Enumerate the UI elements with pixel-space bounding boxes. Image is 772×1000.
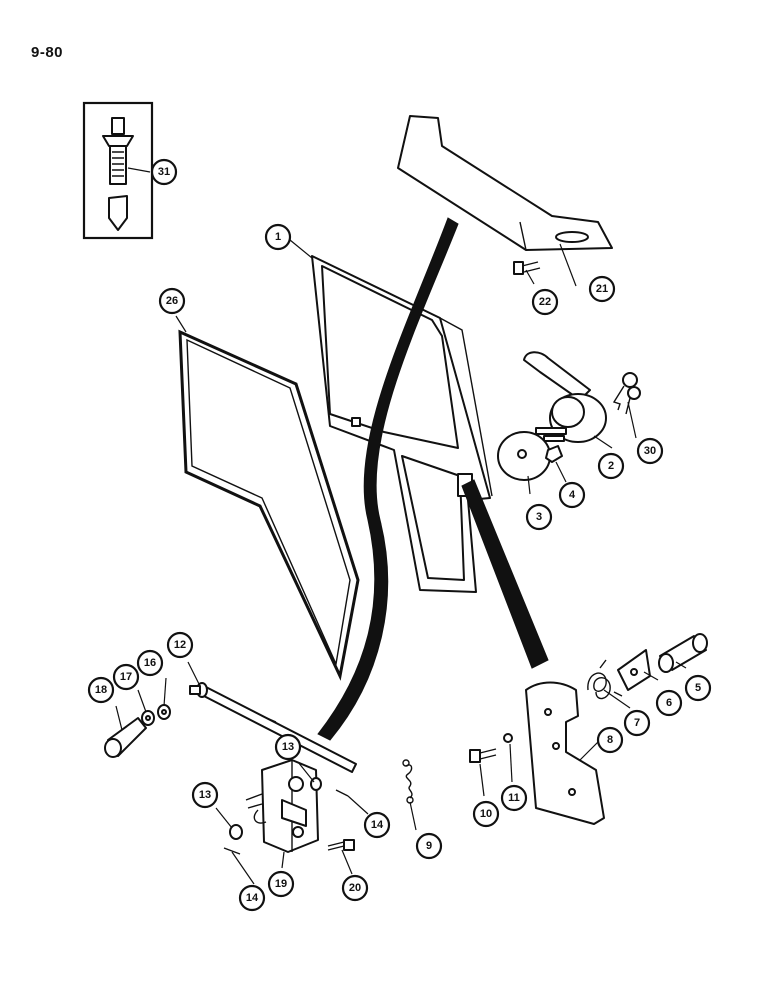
callout-4: 4 [558, 481, 586, 509]
callout-30: 30 [636, 437, 664, 465]
svg-text:30: 30 [644, 445, 656, 457]
svg-text:22: 22 [539, 296, 551, 308]
callout-8: 8 [596, 726, 624, 754]
svg-text:2: 2 [608, 460, 614, 472]
callout-7: 7 [623, 709, 651, 737]
callout-26: 26 [158, 287, 186, 315]
bracket-washer [503, 733, 513, 743]
bracket-bolt [469, 748, 497, 763]
door-latch [245, 759, 319, 853]
diamond-plate [617, 649, 651, 691]
door-frame [311, 255, 493, 593]
callout-31: 31 [150, 158, 178, 186]
assembly-bands [317, 217, 549, 741]
svg-text:20: 20 [349, 882, 361, 894]
svg-text:3: 3 [536, 511, 542, 523]
bushing [658, 633, 708, 673]
svg-text:4: 4 [569, 489, 576, 501]
svg-text:11: 11 [508, 792, 520, 804]
callout-18: 18 [87, 676, 115, 704]
keys [612, 372, 641, 415]
callout-3: 3 [525, 503, 553, 531]
torsion-spring [587, 659, 623, 700]
svg-text:14: 14 [246, 892, 259, 904]
callout-22: 22 [531, 288, 559, 316]
svg-text:16: 16 [144, 657, 156, 669]
callout-1: 1 [264, 223, 292, 251]
svg-text:19: 19 [275, 878, 287, 890]
callout-16: 16 [136, 649, 164, 677]
callout-2: 2 [597, 452, 625, 480]
svg-text:13: 13 [199, 789, 211, 801]
svg-text:14: 14 [371, 819, 384, 831]
svg-text:18: 18 [95, 684, 107, 696]
grab-handle [397, 115, 613, 251]
callout-10: 10 [472, 800, 500, 828]
svg-text:21: 21 [596, 283, 608, 295]
latch-screw [327, 839, 355, 851]
callout-9: 9 [415, 832, 443, 860]
mounting-bracket [525, 681, 605, 825]
svg-text:31: 31 [158, 166, 170, 178]
page-number: 9-80 [31, 44, 64, 61]
callout-20: 20 [341, 874, 369, 902]
callout-21: 21 [588, 275, 616, 303]
svg-text:13: 13 [282, 741, 294, 753]
svg-text:17: 17 [120, 671, 132, 683]
tension-spring [402, 759, 414, 804]
callout-11: 11 [500, 784, 528, 812]
callout-13-upper: 13 [274, 733, 302, 761]
svg-text:6: 6 [666, 697, 672, 709]
callout-12: 12 [166, 631, 194, 659]
callout-6: 6 [655, 689, 683, 717]
svg-text:9: 9 [426, 840, 432, 852]
svg-text:12: 12 [174, 639, 186, 651]
door-seal [178, 329, 360, 681]
callout-17: 17 [112, 663, 140, 691]
svg-text:26: 26 [166, 295, 178, 307]
svg-text:7: 7 [634, 717, 640, 729]
leader-lines [115, 167, 687, 885]
callout-14-upper: 14 [363, 811, 391, 839]
nut [545, 445, 563, 463]
lock-housing [523, 351, 607, 443]
knob-assembly [104, 704, 171, 758]
callout-5: 5 [684, 674, 712, 702]
callout-13-lower: 13 [191, 781, 219, 809]
svg-text:5: 5 [695, 682, 701, 694]
actuator-rod [189, 682, 357, 773]
svg-text:1: 1 [275, 231, 281, 243]
callout-19: 19 [267, 870, 295, 898]
svg-text:8: 8 [607, 734, 613, 746]
callout-14-lower: 14 [238, 884, 266, 912]
disc-washer [497, 431, 551, 481]
svg-text:10: 10 [480, 808, 492, 820]
